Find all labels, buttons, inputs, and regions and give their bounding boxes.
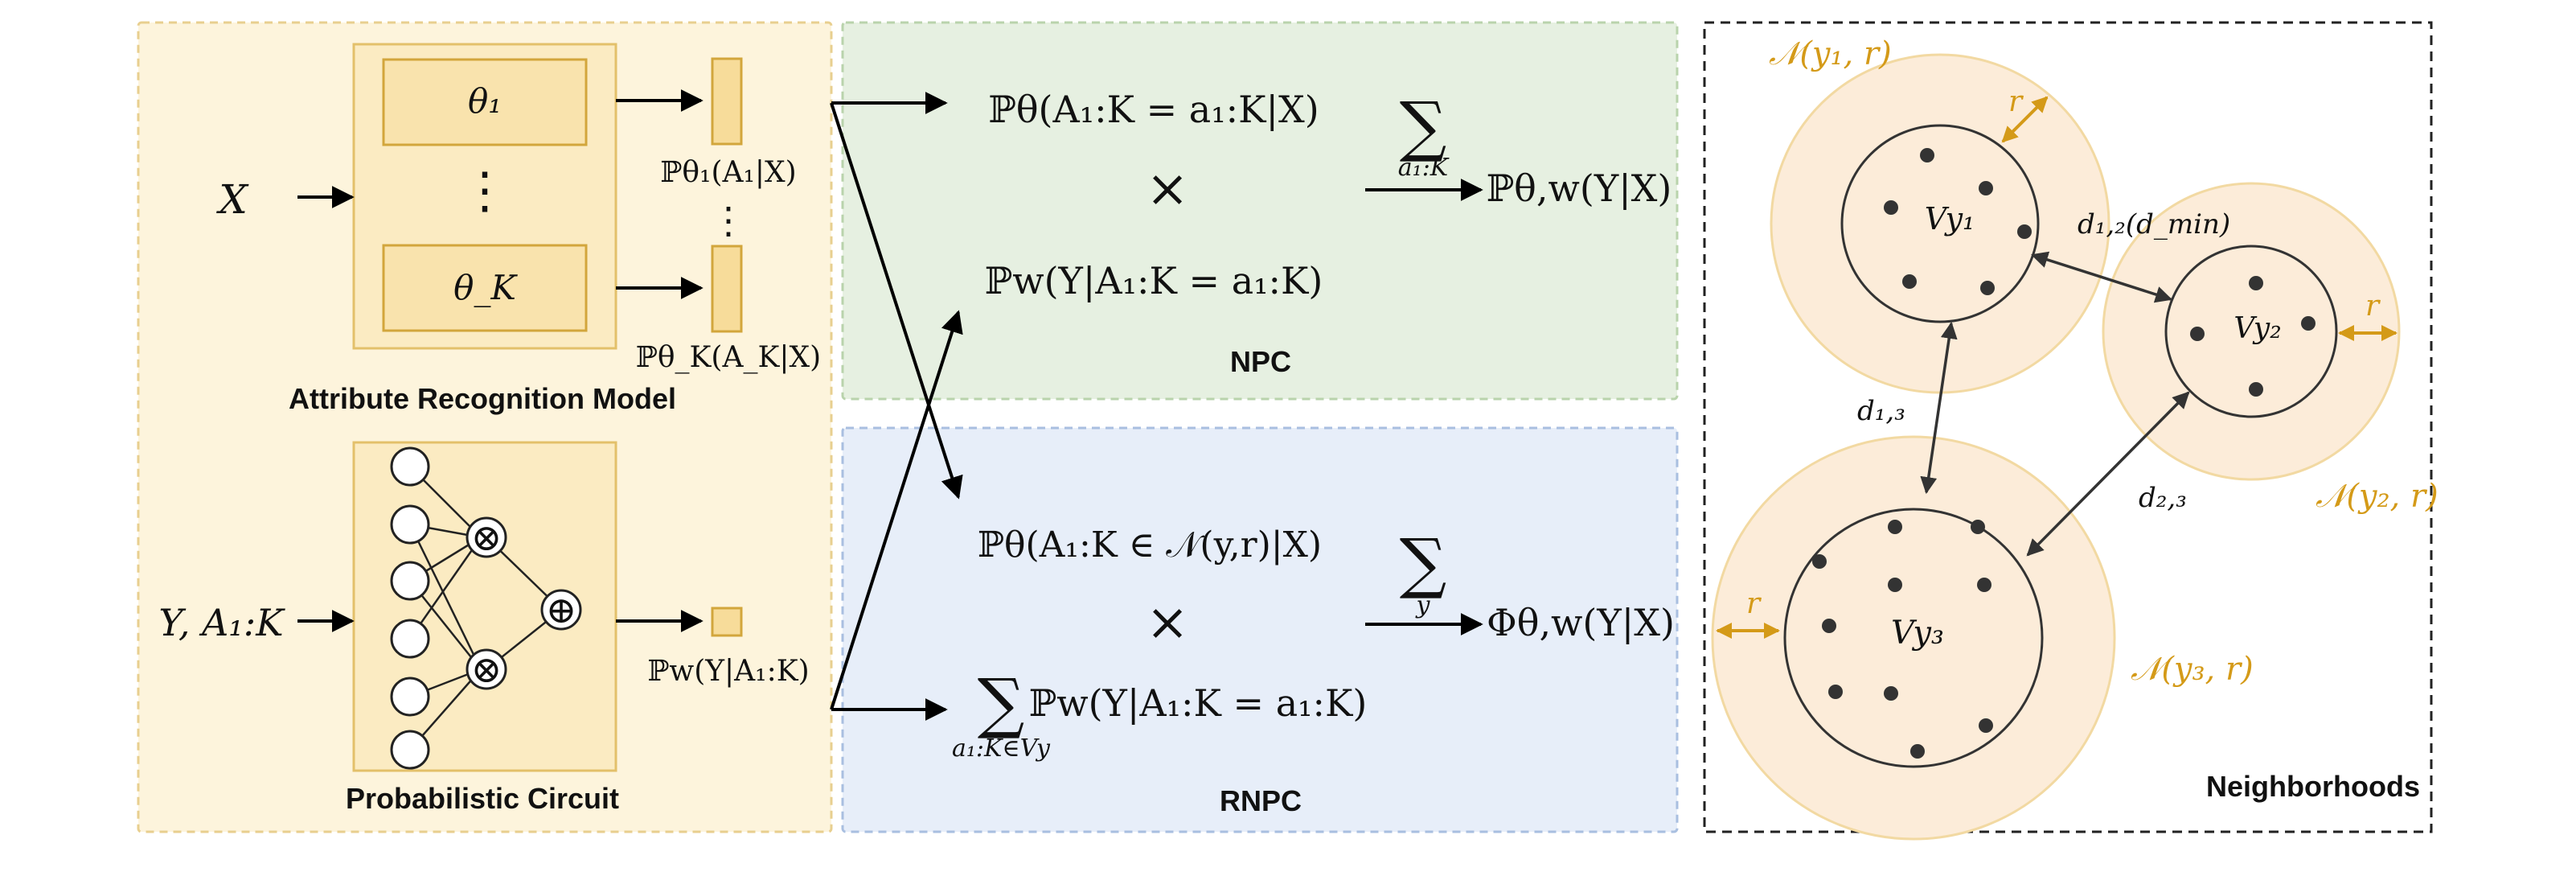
neighborhoods-panel: Vy₁ Vy₂ Vy₃ 𝒩(y₁, r) 𝒩(y₂, r) 𝒩(y₃, r) r… <box>1703 21 2439 841</box>
radius-1-label: r <box>2008 85 2024 118</box>
rnpc-result: Φθ,w(Y|X) <box>1487 601 1675 644</box>
arm-vdots: ⋮ <box>460 161 510 220</box>
v-y2-circle <box>2164 245 2338 418</box>
pc-leaf-1 <box>390 446 430 487</box>
rnpc-inner-sum-subscript: a₁:K∈Vy <box>952 734 1051 763</box>
distance-2-3-label: d₂,₃ <box>2139 482 2187 514</box>
npc-result: ℙθ,w(Y|X) <box>1487 167 1672 210</box>
product-icon-2: ⊗ <box>471 648 502 691</box>
radius-2-label: r <box>2365 290 2381 323</box>
neighborhoods-title: Neighborhoods <box>2206 770 2420 803</box>
arm-output-vdots: ⋮ <box>710 199 747 242</box>
pc-leaf-2 <box>390 504 430 545</box>
pc-title: Probabilistic Circuit <box>346 782 619 815</box>
v-y3-points <box>1812 520 1993 759</box>
arm-input-x: X <box>215 176 249 223</box>
npc-title: NPC <box>1230 345 1291 378</box>
product-icon-1: ⊗ <box>471 516 502 559</box>
arm-output-k-label: ℙθ_K(A_K|X) <box>636 341 821 374</box>
v-y2-points <box>2190 276 2316 397</box>
output-bar-1 <box>711 57 743 146</box>
v-y3-label: Vy₃ <box>1891 615 1944 652</box>
rnpc-times: × <box>1146 593 1189 652</box>
arm-output-1-label: ℙθ₁(A₁|X) <box>660 156 796 189</box>
probabilistic-circuit: ⊗ ⊗ ⊕ Y, A₁:K ℙw(Y|A₁:K) Probabilistic C… <box>158 441 810 815</box>
distance-1-3-arrow <box>1920 321 1958 495</box>
npc-sum-subscript: a₁:K <box>1398 154 1450 182</box>
v-y1-points <box>1884 148 2032 295</box>
v-y1-label: Vy₁ <box>1925 201 1975 237</box>
sum-icon: ⊕ <box>546 588 577 631</box>
distance-1-2-label: d₁,₂(d_min) <box>2078 208 2230 241</box>
npc-times: × <box>1146 159 1189 219</box>
rnpc-term-2: ℙw(Y|A₁:K = a₁:K) <box>1029 681 1368 725</box>
pc-product-node-2 <box>466 648 507 690</box>
output-bar-k <box>711 245 743 333</box>
npc-sum-symbol: ∑ <box>1400 88 1447 165</box>
npc-panel: ℙθ(A₁:K = a₁:K|X) × ℙw(Y|A₁:K = a₁:K) ∑ … <box>841 21 1679 401</box>
attribute-recognition-model: θ₁ ⋮ θ_K X ℙθ₁(A₁|X) ⋮ ℙθ_K(A_K|X) Attri… <box>215 43 821 415</box>
npc-term-2: ℙw(Y|A₁:K = a₁:K) <box>985 259 1323 302</box>
rnpc-sum-subscript: y <box>1415 591 1431 619</box>
left-panel <box>137 21 833 833</box>
pc-leaf-6 <box>390 730 430 770</box>
rnpc-panel: ℙθ(A₁:K ∈ 𝒩(y,r)|X) × ∑ a₁:K∈Vy ℙw(Y|A₁:… <box>841 426 1679 833</box>
v-y3-circle <box>1783 508 2044 768</box>
distance-2-3-arrow <box>2026 391 2190 557</box>
arrow-arm-to-rnpc <box>830 102 963 500</box>
pc-sum-node <box>540 589 582 631</box>
neighborhood-1-label: 𝒩(y₁, r) <box>1769 35 1892 72</box>
pc-input-label: Y, A₁:K <box>158 601 285 644</box>
rnpc-inner-sum-symbol: ∑ <box>978 665 1025 742</box>
cross-arrows <box>830 92 963 721</box>
radius-1-indicator <box>2001 96 2049 143</box>
radius-3-label: r <box>1746 587 1762 620</box>
arrow-pc-to-npc <box>830 310 963 710</box>
pc-leaf-5 <box>390 677 430 717</box>
rnpc-box <box>841 426 1679 833</box>
pc-product-node-1 <box>466 516 507 558</box>
theta-1-box <box>382 58 588 146</box>
pc-leaf-4 <box>390 619 430 659</box>
npc-term-1: ℙθ(A₁:K = a₁:K|X) <box>988 88 1319 131</box>
v-y2-label: Vy₂ <box>2233 312 2281 345</box>
theta-k-box <box>382 244 588 332</box>
theta-1-label: θ₁ <box>468 81 502 121</box>
theta-k-label: θ_K <box>453 268 518 307</box>
rnpc-term-1: ℙθ(A₁:K ∈ 𝒩(y,r)|X) <box>978 524 1322 566</box>
rnpc-title: RNPC <box>1220 784 1302 817</box>
npc-box <box>841 21 1679 401</box>
pc-leaf-3 <box>390 561 430 601</box>
pc-output-box <box>711 607 743 637</box>
neighborhood-3-label: 𝒩(y₃, r) <box>2131 651 2254 688</box>
rnpc-sum-symbol: ∑ <box>1400 525 1447 602</box>
distance-1-3-label: d₁,₃ <box>1857 395 1905 427</box>
pc-output-label: ℙw(Y|A₁:K) <box>647 655 809 688</box>
arm-title: Attribute Recognition Model <box>289 382 676 415</box>
distance-1-2-arrow <box>2030 251 2173 303</box>
neighborhood-2-label: 𝒩(y₂, r) <box>2316 478 2439 515</box>
